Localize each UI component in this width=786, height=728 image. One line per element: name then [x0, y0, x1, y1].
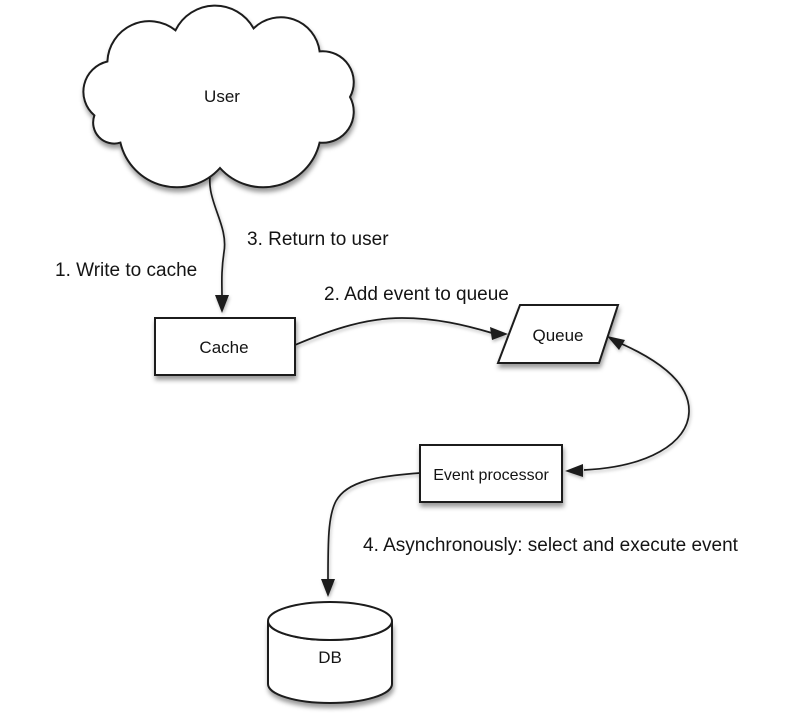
event-processor-label: Event processor — [433, 467, 549, 484]
node-queue: Queue — [496, 304, 620, 364]
arrowhead-into-cache — [215, 295, 229, 313]
cloud-shape — [82, 4, 355, 189]
queue-label: Queue — [532, 326, 583, 345]
edge-queue-event-processor-line — [583, 343, 690, 471]
arrowhead-into-queue-right — [607, 336, 625, 350]
db-cylinder-top — [267, 601, 393, 641]
node-event-processor: Event processor — [419, 444, 563, 503]
step-label-1-write-to-cache: 1. Write to cache — [55, 260, 197, 281]
arrowhead-into-queue-left — [490, 327, 508, 340]
node-cache: Cache — [154, 317, 296, 376]
edge-event-processor-to-db — [321, 472, 421, 597]
arrowhead-into-db — [321, 579, 335, 597]
event-processor-shape — [419, 444, 563, 503]
cache-shape — [154, 317, 296, 376]
edge-user-to-cache-line — [208, 165, 226, 298]
step-label-3-return-to-user: 3. Return to user — [247, 229, 389, 250]
queue-shape — [496, 304, 620, 364]
edge-event-processor-to-db-line — [327, 472, 421, 581]
edge-user-to-cache — [208, 165, 229, 313]
node-db: DB — [267, 601, 393, 704]
step-label-4-asynchronously: 4. Asynchronously: select and execute ev… — [363, 535, 739, 556]
edge-cache-to-queue — [294, 317, 508, 346]
user-label: User — [204, 87, 240, 106]
node-user: User — [82, 4, 355, 189]
arrowhead-into-event-processor — [565, 464, 583, 477]
cache-label: Cache — [199, 338, 248, 357]
db-label: DB — [318, 648, 342, 667]
edge-cache-to-queue-line — [294, 317, 493, 346]
step-label-2-add-event-to-queue: 2. Add event to queue — [324, 284, 509, 305]
edge-queue-event-processor — [565, 336, 690, 477]
